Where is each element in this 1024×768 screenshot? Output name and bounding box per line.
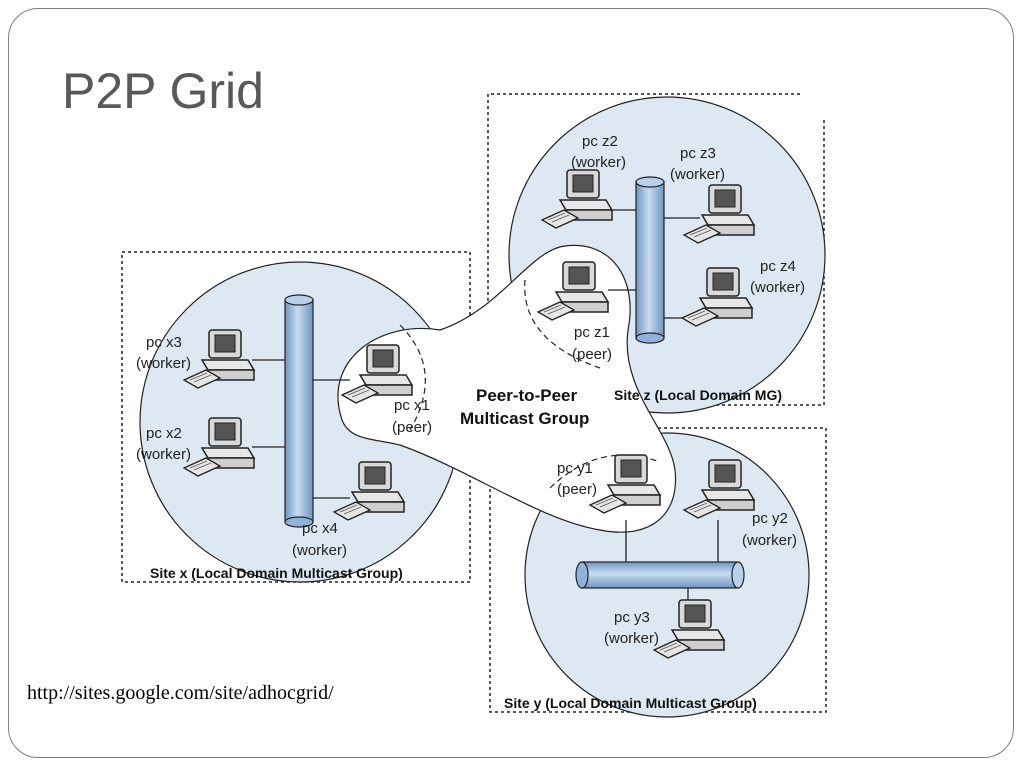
pc-z4-role: (worker) <box>750 279 805 296</box>
site-y-label: Site y (Local Domain Multicast Group) <box>504 695 757 711</box>
pc-y1-name: pc y1 <box>557 460 593 477</box>
pc-z3-role: (worker) <box>670 166 725 183</box>
source-url: http://sites.google.com/site/adhocgrid/ <box>27 682 334 704</box>
pc-z2-role: (worker) <box>571 154 626 171</box>
pc-x4-role: (worker) <box>292 542 347 559</box>
pc-z1-name: pc z1 <box>574 324 610 341</box>
pc-z1-role: (peer) <box>572 346 612 363</box>
pc-y3-role: (worker) <box>604 630 659 647</box>
site-y-boundary-arc <box>549 454 661 489</box>
pc-x1-name: pc x1 <box>394 397 430 414</box>
pc-y2-role: (worker) <box>742 532 797 549</box>
site-z-label: Site z (Local Domain MG) <box>614 387 782 403</box>
multicast-group-label-line1: Peer-to-Peer <box>476 386 577 405</box>
site-x-bus <box>284 294 314 528</box>
site-y-bus <box>575 561 745 589</box>
pc-x1-role: (peer) <box>392 419 432 436</box>
pc-x3-role: (worker) <box>136 355 191 372</box>
slide-title: P2P Grid <box>62 63 264 119</box>
pc-y3-name: pc y3 <box>614 609 650 626</box>
multicast-group-label-line2: Multicast Group <box>460 409 589 428</box>
pc-x2-name: pc x2 <box>146 425 182 442</box>
site-z-boundary-arc <box>524 279 601 369</box>
pc-z4-name: pc z4 <box>760 258 796 275</box>
pc-y1-role: (peer) <box>557 481 597 498</box>
site-z-bus <box>635 176 665 344</box>
pc-z2-name: pc z2 <box>582 133 618 150</box>
peer-to-peer-region <box>337 244 677 533</box>
pc-x3-name: pc x3 <box>146 334 182 351</box>
pc-x2-role: (worker) <box>136 446 191 463</box>
pc-z3-name: pc z3 <box>680 145 716 162</box>
site-x-label: Site x (Local Domain Multicast Group) <box>150 565 403 581</box>
pc-x4-name: pc x4 <box>302 520 338 537</box>
pc-y2-name: pc y2 <box>752 510 788 527</box>
site-x-boundary-arc <box>399 324 426 431</box>
